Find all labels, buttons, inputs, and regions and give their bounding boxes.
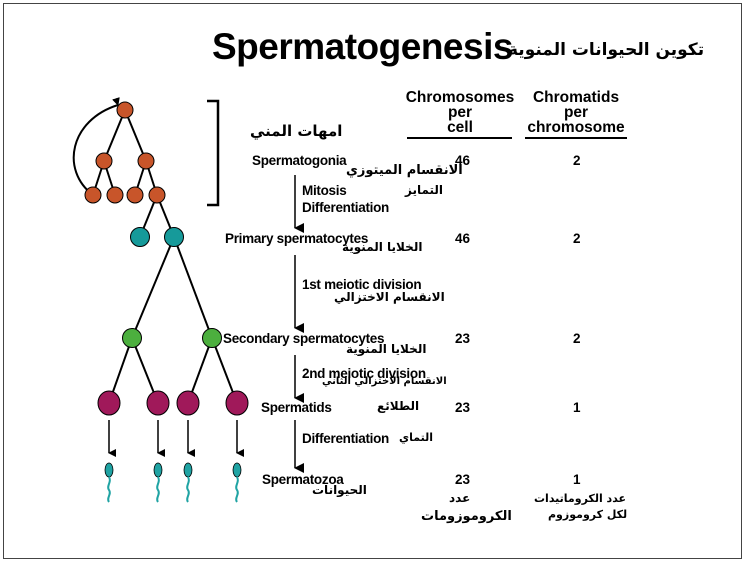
chromatids-primary: 2 (573, 231, 581, 246)
slide-border (3, 3, 742, 559)
stage-label-spermatozoa-arabic: الحيوانات (312, 483, 367, 497)
spermatogonium-cell (148, 186, 166, 204)
spermatogonium-cell (137, 152, 155, 170)
process-differentiation-1-arabic: التمايز (405, 183, 444, 197)
process-meiosis-1: 1st meiotic division (302, 277, 422, 292)
chromatids-footnote-line1: عدد الكروماتيدات (534, 492, 627, 505)
spermatozoon-icon (153, 462, 163, 503)
spermatogonium-cell (84, 186, 102, 204)
spermatozoa-group (104, 462, 242, 503)
stage-label-spermatogonia: Spermatogonia (252, 153, 347, 168)
process-meiosis-1-arabic: الانقسام الاختزالي (334, 290, 445, 304)
secondary-spermatocyte-cell (202, 328, 222, 348)
spermatid-cell (176, 390, 200, 416)
process-differentiation-2: Differentiation (302, 431, 390, 446)
page-title: Spermatogenesis (212, 26, 513, 67)
page-title-arabic: تكوين الحيوانات المنوية (508, 40, 705, 60)
process-meiosis-2: 2nd meiotic division (302, 366, 426, 381)
spermatogonium-cell (106, 186, 124, 204)
spermatozoon-icon (104, 462, 114, 503)
process-mitosis-arabic: الانقسام الميتوزي (346, 163, 463, 178)
spermatozoon-icon (183, 462, 193, 503)
process-meiosis-2-arabic: الانقسام الاختزالي الثاني (322, 376, 447, 387)
stage-label-spermatids-arabic: الطلائع (377, 399, 420, 413)
primary-spermatocyte-cell (164, 227, 184, 247)
stage-label-spermatids: Spermatids (261, 400, 332, 415)
chromosomes-spermatogonia: 46 (455, 153, 471, 168)
chromosomes-footnote-line1: عدد (449, 491, 471, 505)
chromosomes-footnote-line2: الكروموزومات (421, 509, 512, 524)
chromosomes-header: Chromosomes per cell (405, 89, 515, 136)
spermatid-cell (146, 390, 170, 416)
chromatids-secondary: 2 (573, 331, 581, 346)
stage-label-primary-arabic: الخلايا المنوية (342, 240, 423, 254)
spermatogonium-cell (95, 152, 113, 170)
chromatids-footnote-line2: لكل كروموزوم (548, 508, 628, 521)
spermatid-cell (97, 390, 121, 416)
stage-label-primary: Primary spermatocytes (225, 231, 369, 246)
stage-label-secondary: Secondary spermatocytes (223, 331, 385, 346)
maturation-arrows (108, 420, 244, 457)
spermatid-cell (225, 390, 249, 416)
chromatids-spermatozoa: 1 (573, 472, 581, 487)
stage-label-spermatozoa: Spermatozoa (262, 472, 344, 487)
chromosomes-secondary: 23 (455, 331, 471, 346)
process-differentiation-2-arabic: التماي (399, 431, 433, 444)
process-differentiation-1: Differentiation (302, 200, 390, 215)
spermatogonia-arabic-label: امهات المني (250, 122, 343, 140)
stage-label-secondary-arabic: الخلايا المنوية (346, 342, 427, 356)
chromatids-spermatogonia: 2 (573, 153, 581, 168)
chromosomes-primary: 46 (455, 231, 471, 246)
chromosomes-spermatozoa: 23 (455, 472, 471, 487)
chromatids-spermatids: 1 (573, 400, 581, 415)
cells (84, 101, 249, 416)
secondary-spermatocyte-cell (122, 328, 142, 348)
spermatogonium-cell (116, 101, 134, 119)
primary-spermatocyte-cell (130, 227, 150, 247)
chromosomes-spermatids: 23 (455, 400, 471, 415)
process-mitosis: Mitosis (302, 183, 347, 198)
chromatids-header: Chromatids per chromosome (527, 89, 625, 136)
spermatogonium-cell (126, 186, 144, 204)
spermatozoon-icon (232, 462, 242, 503)
